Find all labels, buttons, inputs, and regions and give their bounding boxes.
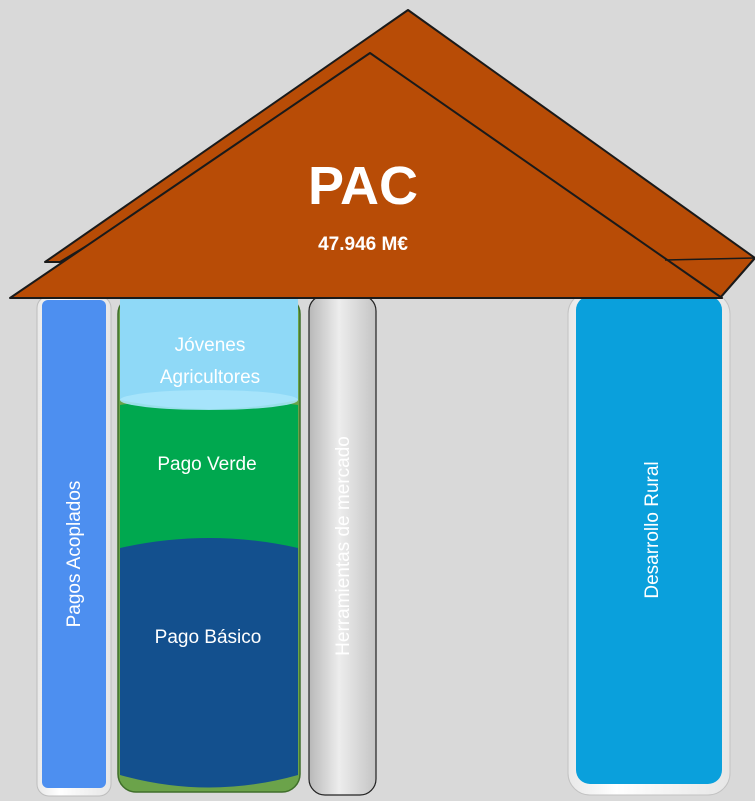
pago-basico-segment [120,531,298,788]
pillar-herramientas: Herramientas de mercado [308,294,377,796]
jovenes-rim [120,390,298,410]
roof-title: PAC [308,156,418,216]
desarrollo-rural-fill [576,296,722,784]
jovenes-segment [120,298,298,409]
desarrollo-rural-label: Desarrollo Rural [642,461,663,598]
pago-verde-label: Pago Verde [157,454,256,475]
pago-verde-segment [120,398,298,548]
pillar-desarrollo-rural: Desarrollo Rural [567,291,731,796]
pillar-pagos-acoplados: Pagos Acoplados [36,295,112,797]
pagos-acoplados-fill [42,300,106,788]
jovenes-label-1: Jóvenes [175,335,246,356]
roof: PAC 47.946 M€ [9,9,755,299]
roof-subtitle: 47.946 M€ [318,234,408,255]
roof-front [9,52,723,299]
roof-edge [719,257,755,299]
herramientas-label: Herramientas de mercado [333,436,354,656]
roof-ridge-line [664,257,755,261]
pillar-pagos-directos: Jóvenes Agricultores Pago Verde Pago Bás… [117,295,301,793]
jovenes-label-2: Agricultores [160,367,260,388]
pagos-acoplados-label: Pagos Acoplados [64,481,85,628]
pago-basico-label: Pago Básico [155,627,262,648]
